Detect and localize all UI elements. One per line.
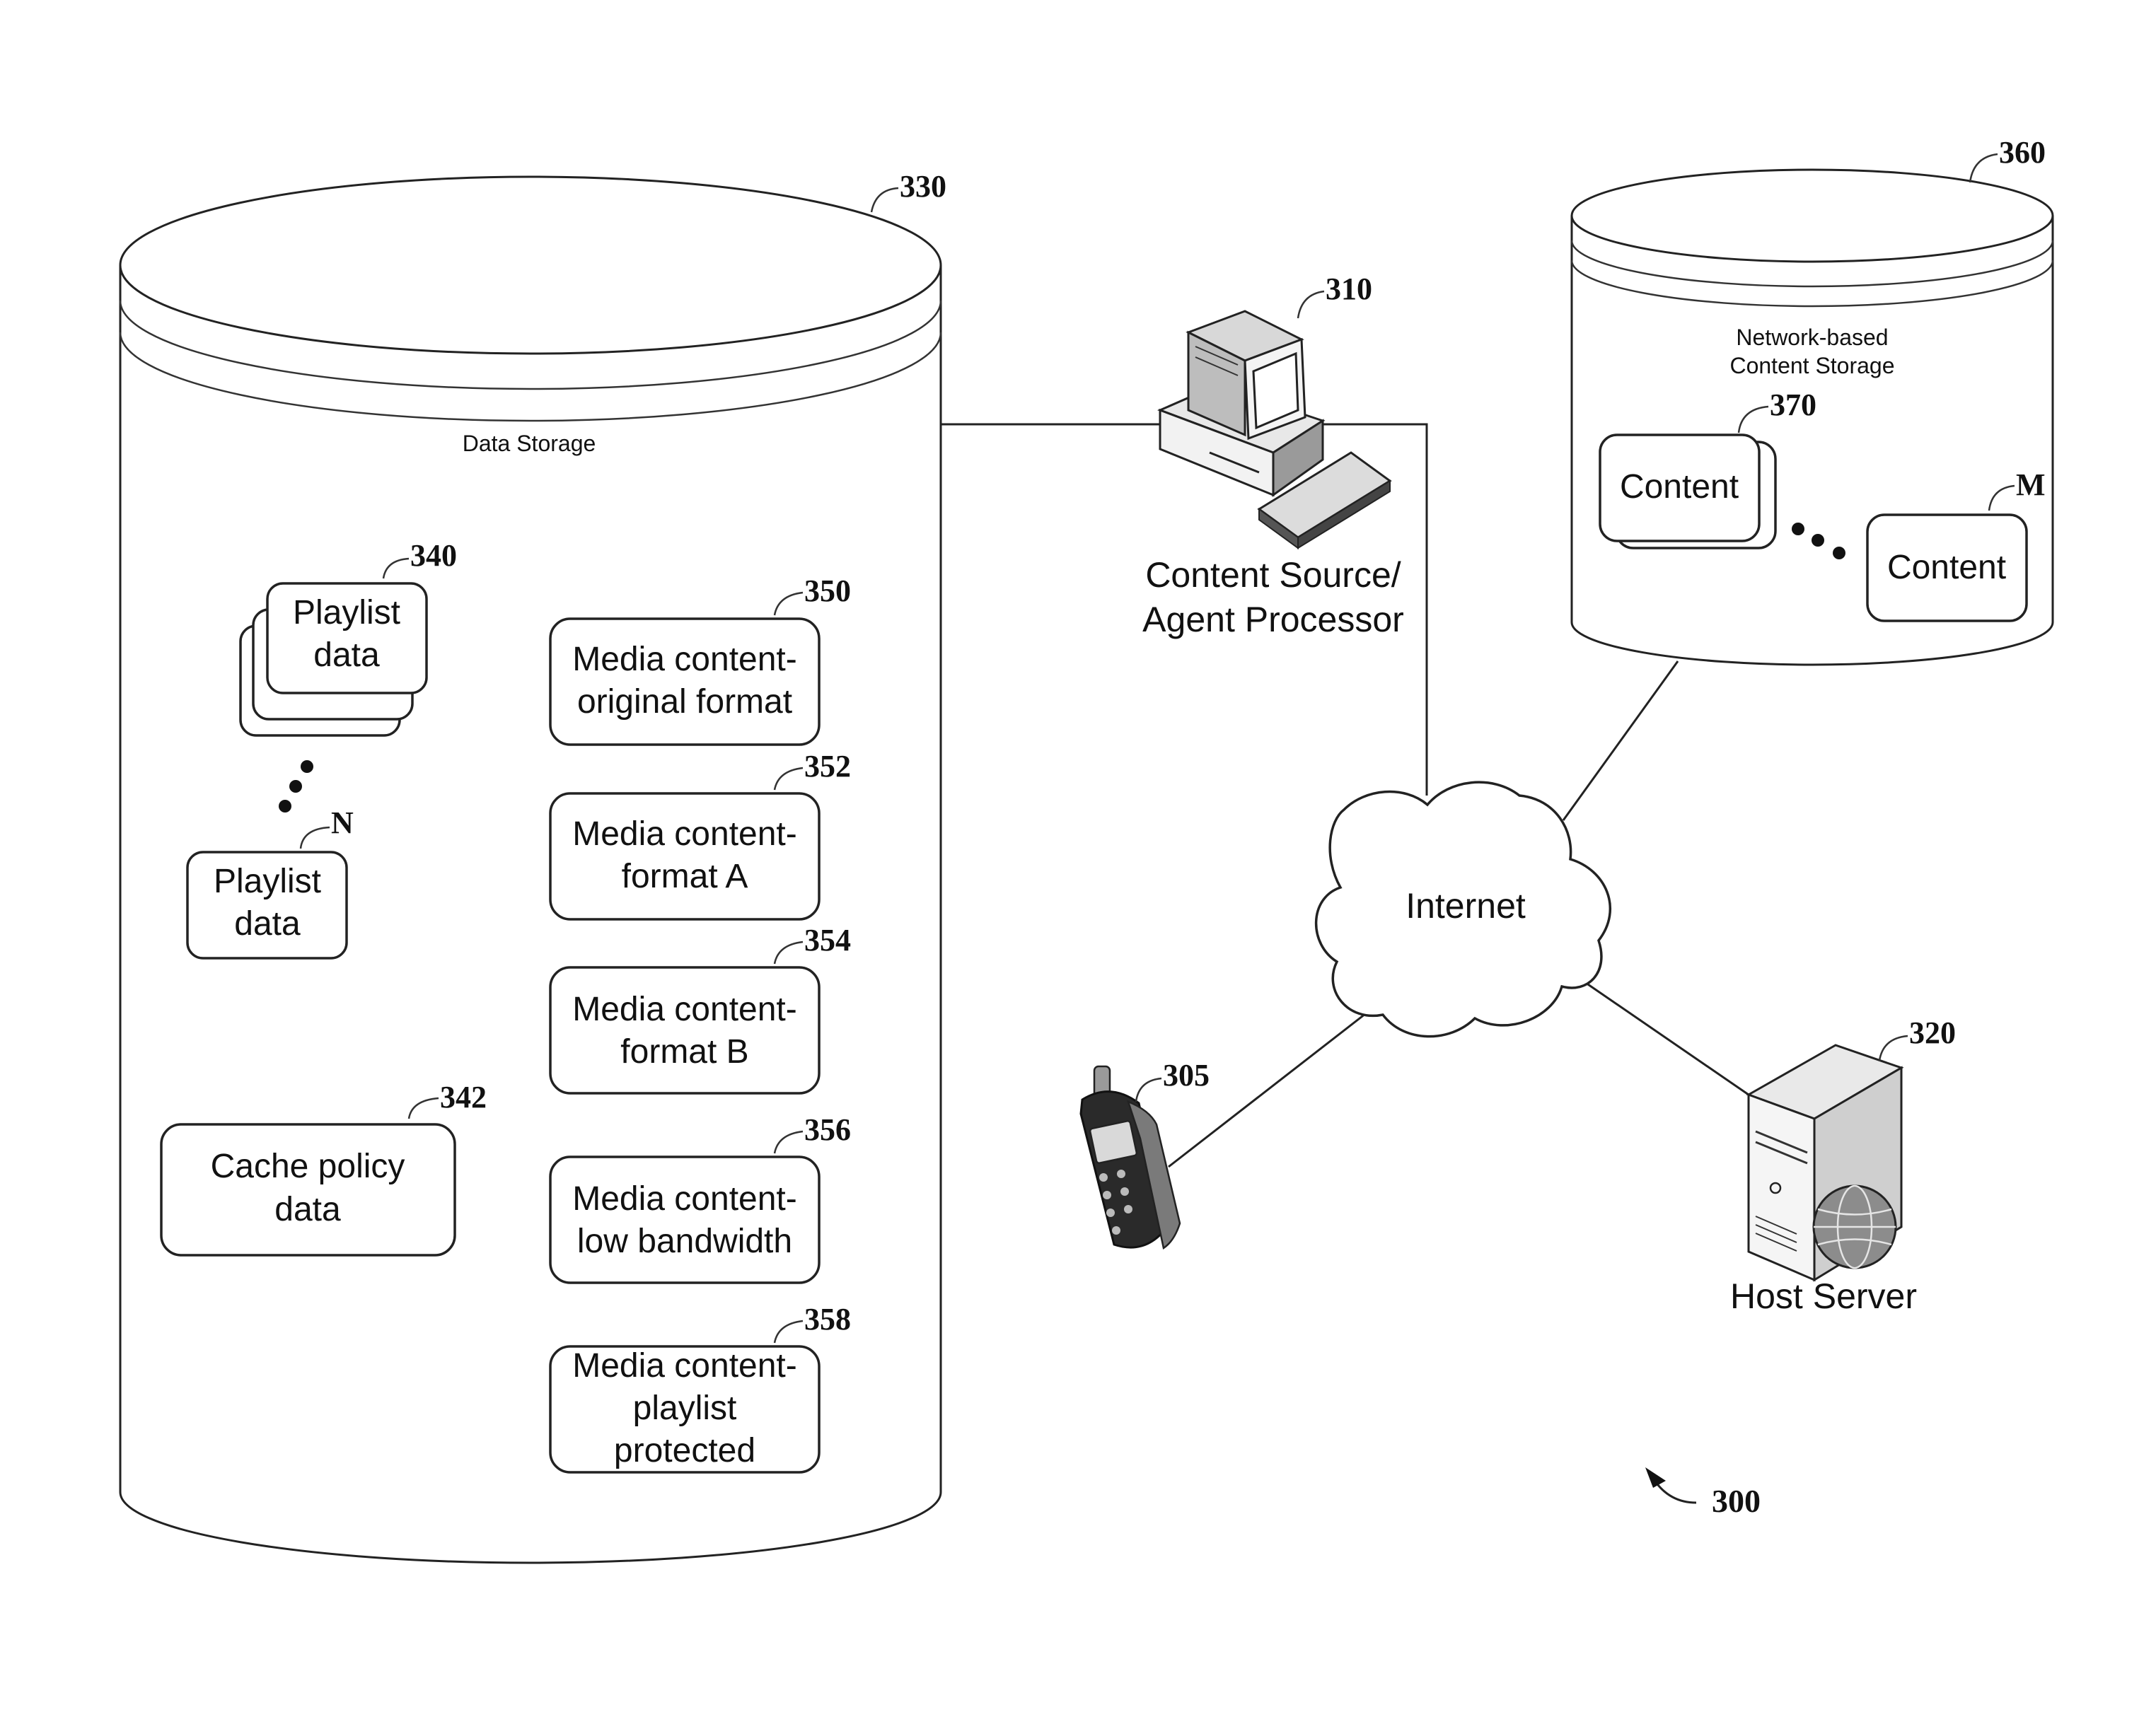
svg-text:Media content-: Media content- (572, 1180, 797, 1218)
svg-text:330: 330 (900, 169, 946, 204)
ref-350: 350 (775, 573, 851, 615)
network-storage-title-line2: Content Storage (1729, 353, 1894, 378)
svg-text:340: 340 (410, 538, 457, 573)
svg-text:360: 360 (1999, 135, 2046, 170)
media-content-original-format: Media content- original format 350 (550, 573, 851, 745)
svg-text:original format: original format (577, 683, 792, 721)
ref-358: 358 (775, 1302, 851, 1343)
svg-text:305: 305 (1163, 1058, 1210, 1093)
content-source-line1: Content Source/ (1145, 555, 1401, 595)
content-stack: Content 370 (1600, 388, 1816, 548)
cache-policy-data: Cache policy data 342 (161, 1080, 487, 1255)
ref-330: 330 (871, 169, 946, 212)
playlist-data-stack: Playlist data 340 (240, 538, 457, 735)
playlist-stack-line1: Playlist (293, 594, 400, 631)
internet-label: Internet (1406, 886, 1526, 926)
svg-text:N: N (331, 805, 354, 840)
figure-ref-300: 300 (1645, 1467, 1761, 1519)
svg-text:356: 356 (804, 1112, 851, 1147)
content-m: Content M (1867, 467, 2046, 621)
svg-text:playlist: playlist (633, 1390, 737, 1427)
svg-text:310: 310 (1326, 272, 1372, 306)
media-content-format-a: Media content- format A 352 (550, 749, 851, 919)
media-content-low-bandwidth: Media content- low bandwidth 356 (550, 1112, 851, 1283)
content-m-label: Content (1887, 549, 2006, 586)
internet-cloud: Internet (1316, 782, 1611, 1036)
svg-text:358: 358 (804, 1302, 851, 1337)
ref-370: 370 (1739, 388, 1816, 433)
content-ellipsis (1792, 523, 1845, 559)
svg-text:format B: format B (620, 1033, 748, 1071)
svg-text:protected: protected (614, 1432, 755, 1469)
ref-320: 320 (1879, 1015, 1956, 1061)
svg-text:352: 352 (804, 749, 851, 784)
svg-text:342: 342 (440, 1080, 487, 1114)
playlist-n-line2: data (234, 905, 301, 943)
cache-policy-line1: Cache policy (211, 1148, 405, 1185)
ref-n: N (301, 805, 354, 849)
svg-text:350: 350 (804, 573, 851, 608)
content-stack-label: Content (1620, 468, 1739, 506)
media-content-format-b: Media content- format B 354 (550, 923, 851, 1093)
svg-text:Media content-: Media content- (572, 991, 797, 1028)
cache-policy-line2: data (274, 1191, 341, 1228)
ref-340: 340 (383, 538, 457, 578)
ref-360: 360 (1970, 135, 2046, 182)
svg-text:format A: format A (622, 858, 748, 895)
data-storage-title: Data Storage (463, 431, 596, 456)
playlist-ellipsis (279, 760, 313, 813)
computer-icon (1160, 311, 1390, 548)
ref-m: M (1989, 467, 2046, 511)
svg-text:low bandwidth: low bandwidth (577, 1223, 792, 1260)
content-source-line2: Agent Processor (1142, 600, 1404, 639)
ref-342: 342 (409, 1080, 487, 1119)
ref-352: 352 (775, 749, 851, 790)
svg-text:Media content-: Media content- (572, 815, 797, 853)
svg-text:354: 354 (804, 923, 851, 957)
globe-icon (1814, 1186, 1896, 1268)
svg-text:320: 320 (1909, 1015, 1956, 1050)
media-content-playlist-protected: Media content- playlist protected 358 (550, 1302, 851, 1472)
playlist-n-line1: Playlist (214, 863, 321, 900)
svg-text:370: 370 (1770, 388, 1816, 422)
ref-310: 310 (1298, 272, 1372, 318)
ref-356: 356 (775, 1112, 851, 1153)
mobile-phone-icon (1081, 1066, 1180, 1248)
network-storage-title-line1: Network-based (1736, 325, 1888, 350)
host-server-label: Host Server (1730, 1276, 1917, 1316)
svg-text:300: 300 (1712, 1483, 1761, 1519)
playlist-data-n: Playlist data N (187, 805, 354, 958)
playlist-stack-line2: data (313, 636, 380, 674)
svg-text:Media content-: Media content- (572, 1347, 797, 1385)
ref-354: 354 (775, 923, 851, 964)
ref-305: 305 (1136, 1058, 1210, 1102)
svg-text:M: M (2016, 467, 2046, 502)
svg-text:Media content-: Media content- (572, 641, 797, 678)
